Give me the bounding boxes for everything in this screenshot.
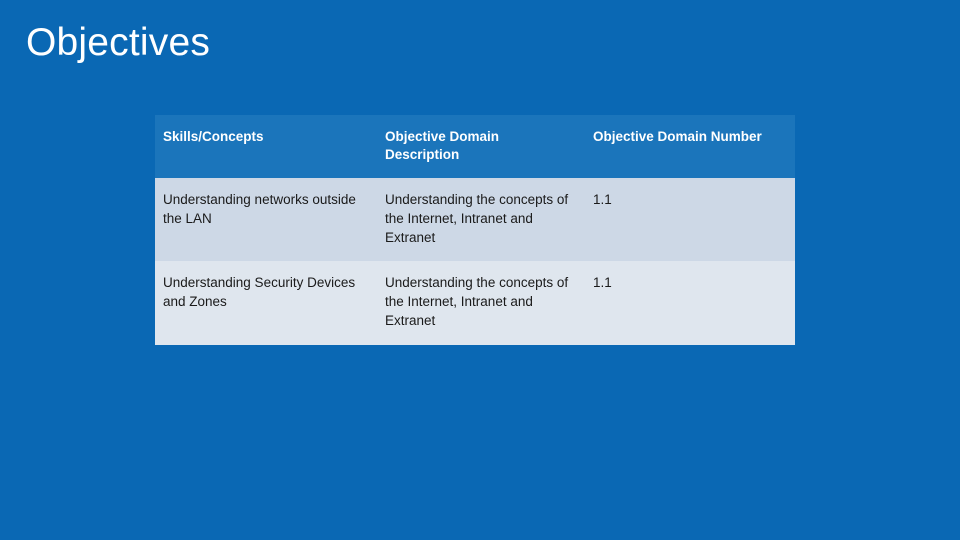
column-header-objective-domain-number: Objective Domain Number xyxy=(585,115,795,178)
table-body: Understanding networks outside the LAN U… xyxy=(155,177,795,345)
table-header: Skills/Concepts Objective Domain Descrip… xyxy=(155,115,795,178)
table-row: Understanding Security Devices and Zones… xyxy=(155,261,795,345)
objectives-table: Skills/Concepts Objective Domain Descrip… xyxy=(155,115,795,345)
cell-description: Understanding the concepts of the Intern… xyxy=(377,261,585,345)
table-header-row: Skills/Concepts Objective Domain Descrip… xyxy=(155,115,795,178)
cell-description: Understanding the concepts of the Intern… xyxy=(377,177,585,262)
column-header-skills: Skills/Concepts xyxy=(155,115,377,178)
column-header-objective-domain-description: Objective Domain Description xyxy=(377,115,585,178)
cell-number: 1.1 xyxy=(585,177,795,262)
cell-skill: Understanding networks outside the LAN xyxy=(155,177,377,262)
cell-skill: Understanding Security Devices and Zones xyxy=(155,261,377,345)
page-title: Objectives xyxy=(26,21,211,64)
cell-number: 1.1 xyxy=(585,261,795,345)
objectives-table-container: Skills/Concepts Objective Domain Descrip… xyxy=(155,115,795,345)
table-row: Understanding networks outside the LAN U… xyxy=(155,177,795,262)
